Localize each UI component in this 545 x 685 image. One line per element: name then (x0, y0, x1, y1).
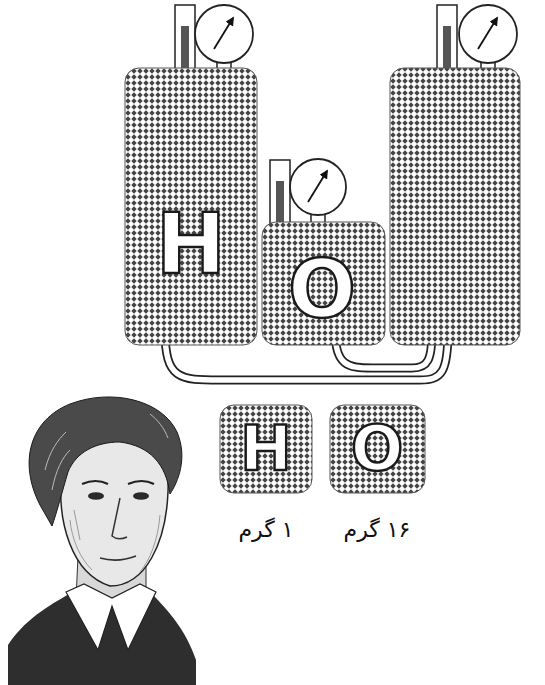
atom-box: O ۱۶ گرم (330, 405, 425, 545)
mass-label: ۱ گرم (238, 519, 293, 541)
gauge-needle (214, 18, 233, 49)
atom-box: H ۱ گرم (220, 405, 312, 545)
thermometer (437, 5, 457, 71)
pressure-gauge (459, 5, 517, 63)
portrait-mouth (100, 556, 136, 560)
element-symbol: O (351, 418, 404, 480)
element-symbol: H (156, 202, 226, 286)
portrait-brows (82, 481, 154, 484)
portrait-shading (70, 510, 160, 572)
thermometer-column (443, 26, 451, 71)
thermometer-column (276, 181, 284, 226)
avogadro-portrait (8, 397, 196, 685)
gas-cylinder: O (262, 222, 385, 345)
mass-label: ۱۶ گرم (344, 519, 411, 541)
thermometer-column (181, 26, 189, 71)
portrait-collar (66, 584, 156, 650)
thermometer (175, 5, 195, 71)
element-symbol: H (240, 418, 292, 480)
gauge-needle (308, 171, 327, 202)
portrait-nose (112, 498, 127, 539)
empty-cylinder (390, 68, 520, 345)
element-symbol: O (288, 250, 356, 330)
checkered-fill (220, 405, 312, 493)
pressure-gauge (290, 159, 346, 215)
portrait-eye (88, 492, 104, 500)
gauge-needle (478, 18, 497, 49)
gas-cylinder: H (125, 68, 257, 345)
checkered-fill (125, 68, 257, 345)
portrait-hair (29, 397, 182, 526)
thermometer (270, 160, 290, 226)
checkered-fill (262, 222, 385, 345)
portrait-hair-curls (45, 414, 168, 490)
checkered-fill (330, 405, 425, 493)
portrait-eye (133, 492, 149, 500)
pressure-gauge (195, 5, 253, 63)
